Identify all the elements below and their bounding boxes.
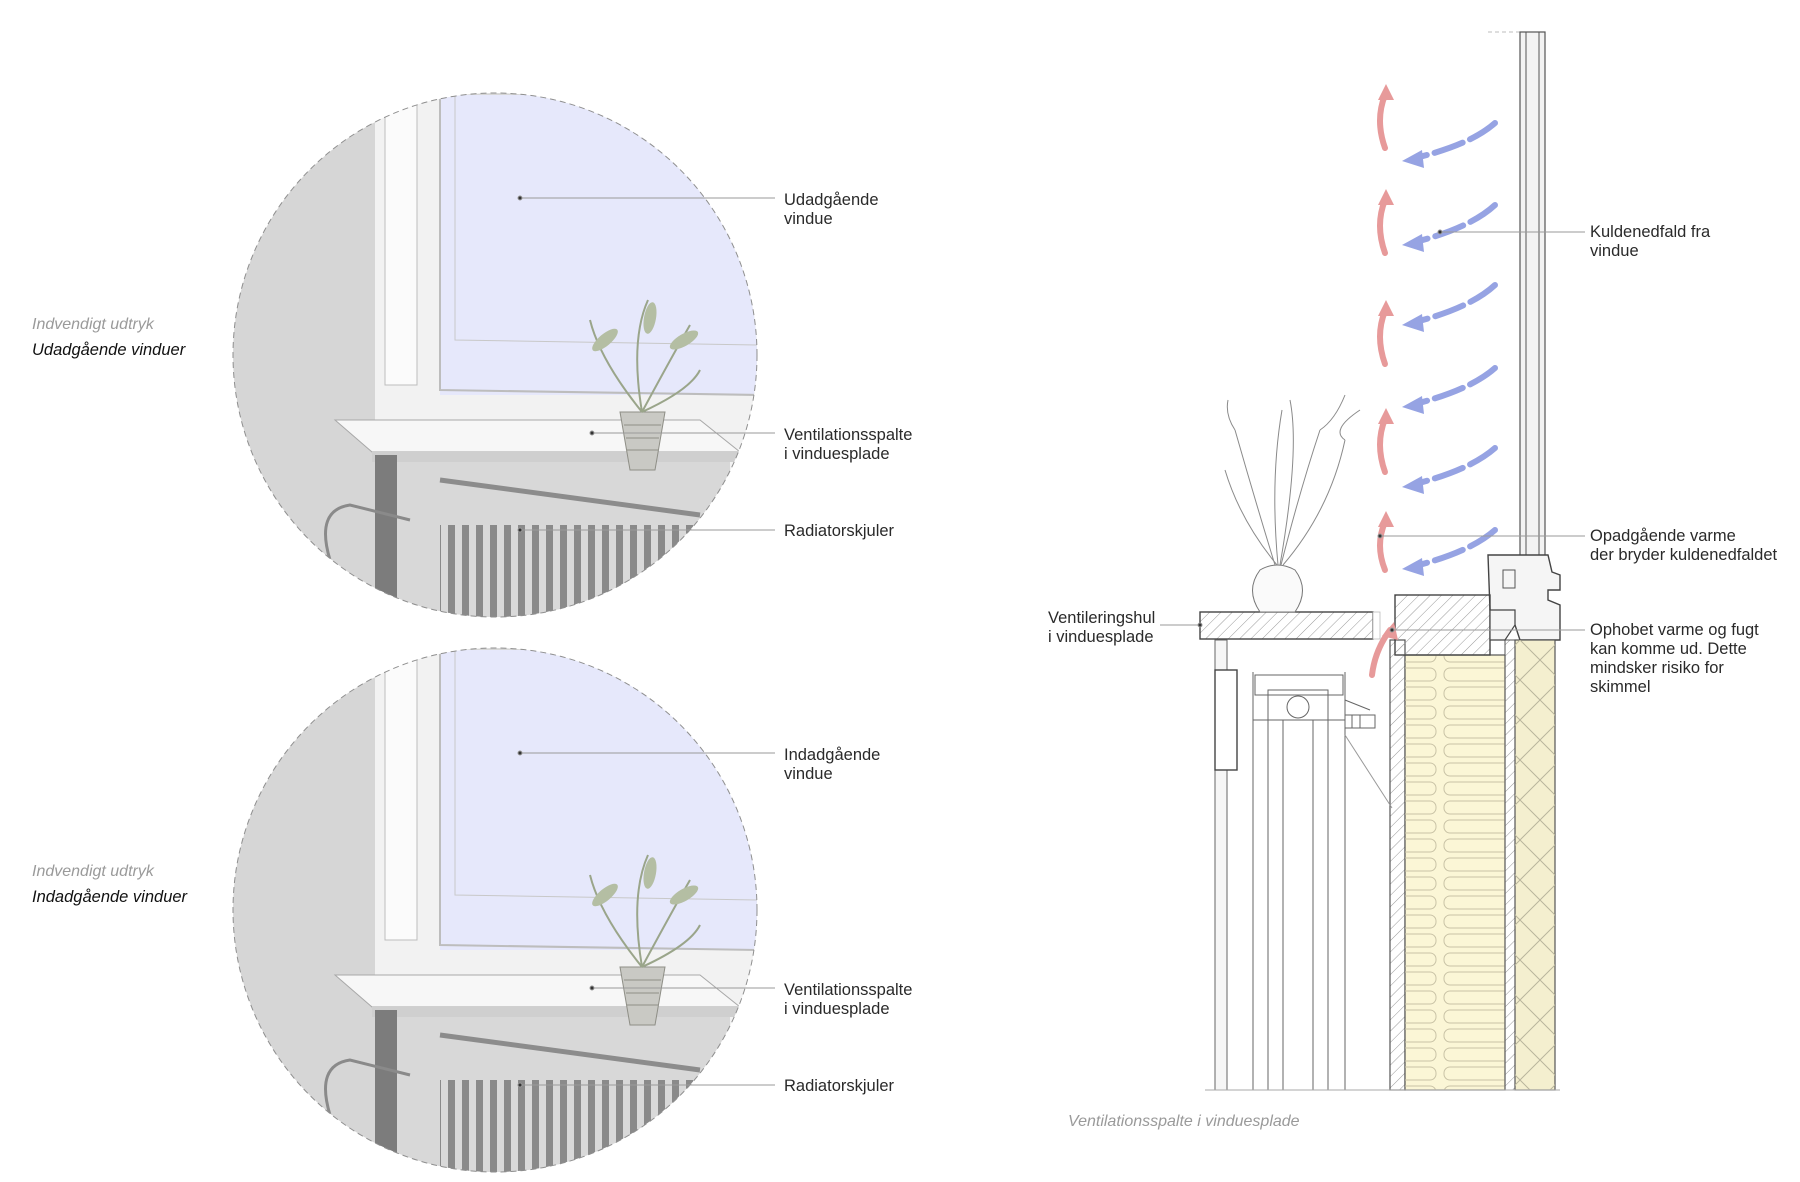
bottom-caption-title: Indadgående vinduer [32, 888, 188, 906]
section-label-accum-3: mindsker risiko for [1590, 659, 1724, 677]
bottom-label-window-2: vindue [784, 765, 833, 783]
lintel-block [1394, 594, 1491, 656]
warm-air-arrows [1369, 92, 1393, 678]
top-view-outline [232, 92, 758, 618]
section-label-hole-1: Ventileringshul [1048, 609, 1156, 627]
vase-with-branches [1224, 394, 1361, 613]
plant-bottom [589, 854, 701, 1026]
top-caption-title: Udadgående vinduer [32, 341, 186, 359]
window-frame-side [384, 94, 418, 386]
plant-top [589, 299, 701, 471]
bottom-label-vent-2: i vinduesplade [784, 1000, 890, 1018]
bottom-caption-sub: Indvendigt udtryk [32, 863, 154, 880]
radiator-slats [440, 525, 740, 617]
bottom-interior-view [232, 647, 775, 1173]
top-label-radiator: Radiatorskjuler [784, 522, 895, 540]
warm-arrowheads [1378, 84, 1398, 640]
cold-air-arrows [1412, 120, 1498, 569]
section-drawing [1160, 31, 1585, 1091]
section-label-warm-1: Opadgående varme [1590, 527, 1736, 545]
bottom-label-radiator: Radiatorskjuler [784, 1077, 895, 1095]
window-board [1199, 611, 1374, 640]
window-pane [1519, 31, 1546, 558]
top-label-vent-1: Ventilationsspalte [784, 426, 913, 444]
top-interior-view [232, 92, 775, 618]
section-label-accum-2: kan komme ud. Dette [1590, 640, 1747, 658]
section-label-cold-2: vindue [1590, 242, 1639, 260]
bottom-label-window-1: Indadgående [784, 746, 881, 764]
bottom-view-outline [232, 647, 758, 1173]
top-label-vent-2: i vinduesplade [784, 445, 890, 463]
cold-arrowheads [1402, 150, 1424, 576]
top-label-window-1: Udadgående [784, 191, 879, 209]
window-sill [333, 419, 742, 453]
section-caption: Ventilationsspalte i vinduesplade [1068, 1113, 1300, 1130]
section-label-accum-1: Ophobet varme og fugt [1590, 621, 1759, 639]
wall-inner-leaf [1389, 639, 1406, 1091]
top-caption-sub: Indvendigt udtryk [32, 316, 154, 333]
bottom-label-vent-1: Ventilationsspalte [784, 981, 913, 999]
top-label-window-2: vindue [784, 210, 833, 228]
section-label-hole-2: i vinduesplade [1048, 628, 1154, 646]
section-label-cold-1: Kuldenedfald fra [1590, 223, 1711, 241]
section-label-warm-2: der bryder kuldenedfaldet [1590, 546, 1778, 564]
section-label-accum-4: skimmel [1590, 678, 1651, 696]
radiator-section [1205, 639, 1560, 1091]
